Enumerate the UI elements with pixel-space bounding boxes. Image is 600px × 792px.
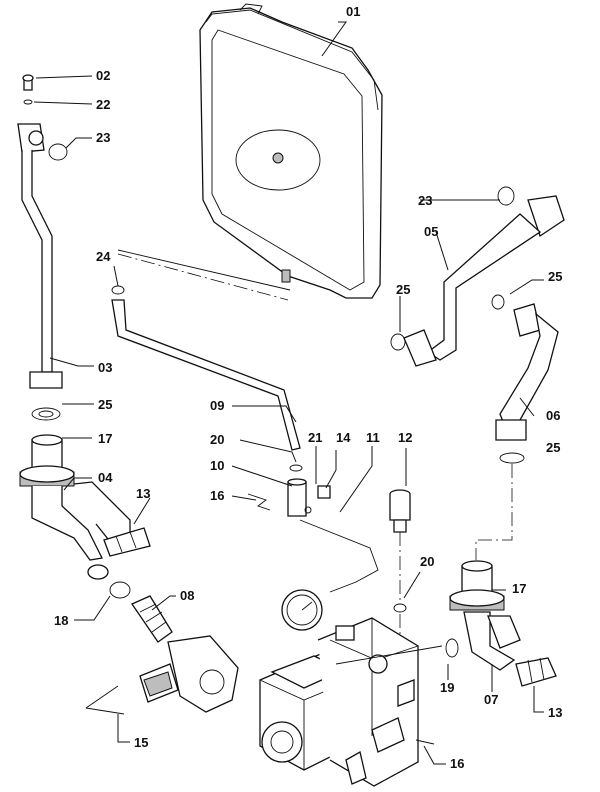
- label-04: 04: [98, 470, 113, 485]
- label-22: 22: [96, 97, 110, 112]
- pressure-gauge: [281, 519, 379, 631]
- label-25-top-right: 25: [548, 269, 562, 284]
- label-05: 05: [424, 224, 438, 239]
- label-16-top: 16: [210, 488, 224, 503]
- label-20-bottom: 20: [420, 554, 434, 569]
- label-13-left: 13: [136, 486, 150, 501]
- label-25-left: 25: [98, 397, 112, 412]
- right-pipe-06: [475, 294, 559, 560]
- right-pipe-05: [390, 186, 565, 367]
- label-17-right: 17: [512, 581, 526, 596]
- label-17-left: 17: [98, 431, 112, 446]
- label-10: 10: [210, 458, 224, 473]
- label-15: 15: [134, 735, 148, 750]
- label-16-bottom: 16: [450, 756, 464, 771]
- expansion-vessel: [199, 3, 383, 299]
- label-14: 14: [336, 430, 351, 445]
- label-23-right: 23: [418, 193, 432, 208]
- small-pipe-09: [111, 249, 301, 451]
- label-12: 12: [398, 430, 412, 445]
- label-11: 11: [366, 430, 380, 445]
- label-09: 09: [210, 398, 224, 413]
- label-08: 08: [180, 588, 194, 603]
- right-lower-fitting: [445, 560, 557, 687]
- label-21: 21: [308, 430, 322, 445]
- pump-block: [259, 617, 443, 787]
- label-20-top: 20: [210, 432, 224, 447]
- label-01: 01: [346, 4, 360, 19]
- label-07: 07: [484, 692, 498, 707]
- label-25-upper: 25: [396, 282, 410, 297]
- label-13-right: 13: [548, 705, 562, 720]
- leader-lines: [33, 21, 544, 765]
- label-03: 03: [98, 360, 112, 375]
- left-lower-pipe-assembly: [19, 434, 151, 580]
- label-25-right: 25: [546, 440, 560, 455]
- label-06: 06: [546, 408, 560, 423]
- left-pipe-assembly: [17, 74, 68, 421]
- label-24: 24: [96, 249, 111, 264]
- part-labels: 01 02 22 23 23 24 05 25 25 03 25 09 06 2…: [54, 4, 562, 771]
- fittings-group: [247, 464, 331, 517]
- label-18: 18: [54, 613, 68, 628]
- drain-valve: [389, 489, 411, 700]
- label-02: 02: [96, 68, 110, 83]
- label-19: 19: [440, 680, 454, 695]
- label-23-left: 23: [96, 130, 110, 145]
- filter-and-pump-fitting: [85, 581, 239, 715]
